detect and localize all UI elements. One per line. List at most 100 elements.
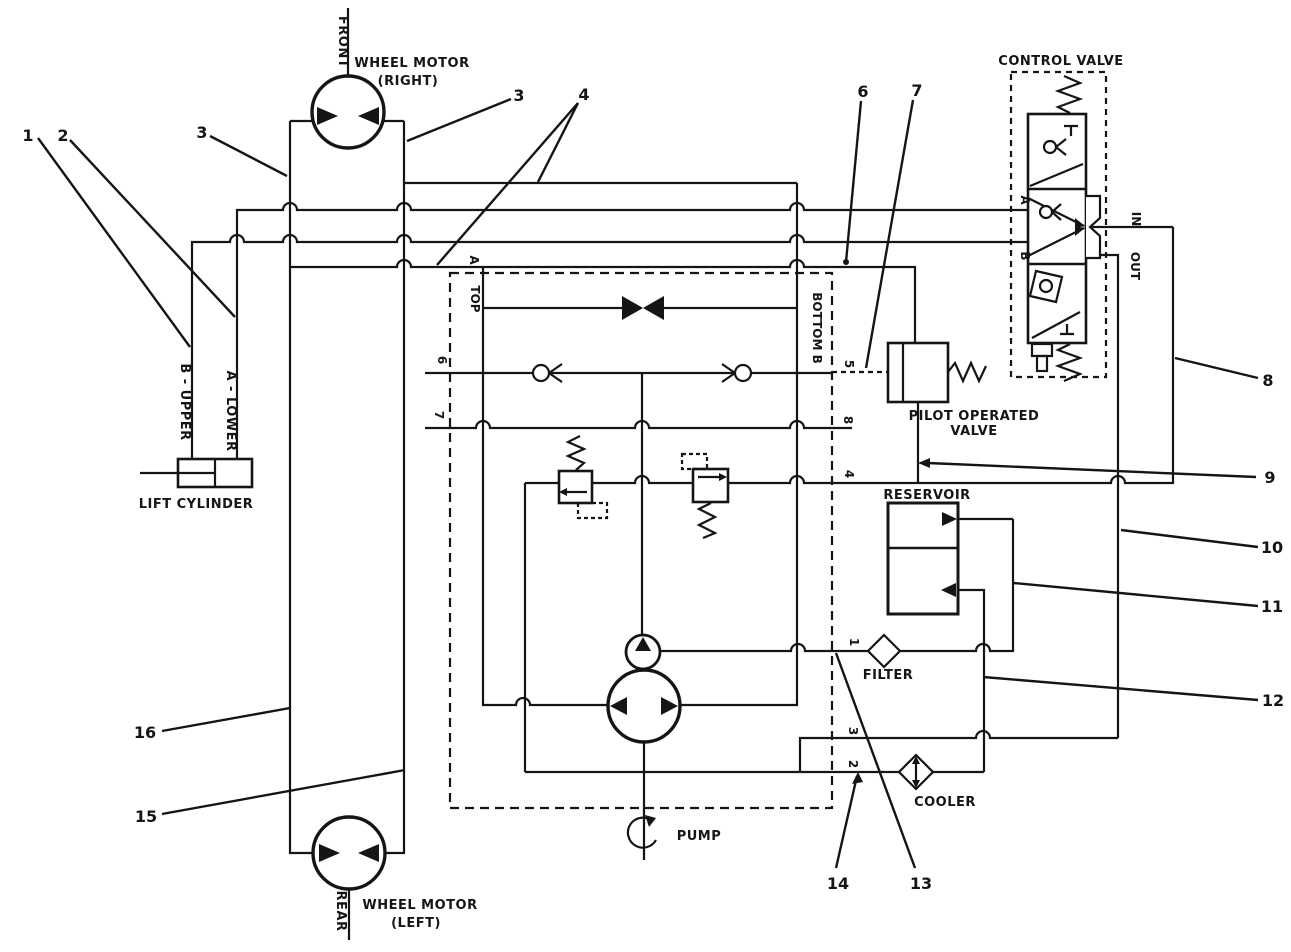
callout-13: 13 (910, 874, 932, 893)
filter-label: FILTER (863, 668, 914, 683)
flow-arrow-icon (1075, 218, 1085, 228)
module-top-label: TOP (468, 285, 482, 312)
shutoff-valve-icon (622, 296, 643, 320)
callout-3-right: 3 (513, 86, 524, 105)
lift-cylinder (140, 457, 254, 489)
callout-8: 8 (1262, 371, 1273, 390)
flow-arrow-icon (719, 473, 727, 481)
cooler-arrow-icon (912, 780, 920, 788)
tank-symbol-icon (1060, 324, 1074, 336)
module-port-1: 1 (847, 638, 861, 646)
leader-arrow-icon (918, 458, 930, 468)
module-bottom-b-label: BOTTOM B (810, 292, 824, 363)
callout-12: 12 (1262, 691, 1284, 710)
spring-icon (947, 360, 987, 384)
pilot-operated-valve (832, 341, 987, 483)
relief-valve-right (680, 452, 730, 540)
control-valve-port-in: IN (1129, 212, 1143, 227)
wheel-motor-right-label: WHEEL MOTOR (354, 56, 469, 71)
module-port-2: 2 (846, 760, 860, 768)
flow-arrow-icon (942, 512, 957, 526)
actuator-box (1035, 354, 1049, 373)
module-port-5: 5 (842, 360, 856, 368)
lift-cylinder-port-b-label: B - UPPER (177, 363, 192, 440)
flow-arrow-icon (941, 583, 956, 597)
flow-arrow-icon (1075, 226, 1085, 236)
callout-15: 15 (135, 807, 157, 826)
pump-label: PUMP (677, 829, 722, 844)
callout-3-left: 3 (196, 123, 207, 142)
lift-cylinder-port-a-label: A - LOWER (223, 370, 238, 451)
module-port-4: 4 (842, 470, 856, 478)
hose-lines (190, 183, 1028, 707)
filter-icon (866, 633, 902, 669)
leader-arrow-icon (852, 772, 863, 784)
callout-7: 7 (911, 81, 922, 100)
wheel-motor-left (311, 815, 387, 940)
module-corner-a-label: A (467, 255, 481, 265)
pilot-operated-valve-label-1: PILOT OPERATED (909, 409, 1040, 424)
callout-16: 16 (134, 723, 156, 742)
spring-icon (565, 435, 587, 471)
reservoir (886, 501, 1013, 772)
module-port-3: 3 (846, 727, 860, 735)
check-valve-icon (531, 363, 551, 383)
rotation-arrowhead-icon (645, 815, 656, 827)
pilot-sense-box (576, 501, 609, 520)
cooler-label: COOLER (914, 795, 976, 810)
module-port-7: 7 (432, 411, 446, 419)
callout-2: 2 (57, 126, 68, 145)
rotation-arrow-icon (626, 816, 657, 849)
check-ball-icon (1042, 139, 1058, 155)
spring-icon (1054, 343, 1084, 383)
cooler (897, 753, 984, 791)
callout-14: 14 (827, 874, 849, 893)
callout-11: 11 (1261, 597, 1283, 616)
tank-symbol-icon (1064, 124, 1078, 136)
spring-icon (696, 502, 718, 540)
check-ball-icon (1038, 278, 1054, 294)
control-valve-port-a: A (1018, 195, 1032, 205)
callout-6: 6 (857, 82, 868, 101)
motor-arrow-icon (358, 844, 379, 862)
callout-numbers: 1 2 3 3 4 6 7 8 9 10 11 12 13 14 15 16 (22, 81, 1284, 893)
control-valve-port-b: B (1018, 251, 1032, 260)
rear-direction-label: REAR (333, 891, 348, 932)
motor-arrow-icon (317, 107, 338, 125)
callout-10: 10 (1261, 538, 1283, 557)
filter (866, 633, 902, 669)
flow-arrow-icon (559, 488, 567, 496)
module-port-6: 6 (435, 356, 449, 364)
wheel-motor-right (310, 8, 386, 150)
wheel-motor-right-variant: (RIGHT) (378, 74, 439, 89)
shutoff-valve-icon (643, 296, 664, 320)
pump-arrow-icon (635, 637, 651, 651)
labels: WHEEL MOTOR (RIGHT) FRONT WHEEL MOTOR (L… (139, 16, 1143, 932)
pump-arrow-icon (661, 697, 678, 715)
control-valve (1009, 70, 1173, 738)
motor-arrow-icon (319, 844, 340, 862)
module-port-8: 8 (841, 416, 855, 424)
charge-pump (624, 633, 662, 671)
motor-arrow-icon (358, 107, 379, 125)
pilot-operated-valve-label-2: VALVE (950, 424, 997, 439)
spring-icon (1054, 74, 1084, 114)
wheel-motor-left-label: WHEEL MOTOR (362, 898, 477, 913)
front-direction-label: FRONT (335, 16, 350, 68)
check-ball-icon (1038, 204, 1054, 220)
callout-1: 1 (22, 126, 33, 145)
relief-valve-left (557, 435, 609, 520)
leader-dot-icon (843, 259, 849, 265)
callout-4: 4 (578, 85, 589, 104)
actuator-box (1030, 342, 1054, 358)
callout-leader-lines (37, 97, 1259, 869)
control-valve-label: CONTROL VALVE (998, 54, 1123, 69)
cooler-arrow-icon (912, 756, 920, 764)
check-valve-icon (733, 363, 753, 383)
control-valve-port-out: OUT (1128, 252, 1142, 281)
pump-module-internals (425, 227, 1175, 860)
reservoir-label: RESERVOIR (883, 488, 970, 503)
main-pump (606, 668, 682, 860)
pump-module-enclosure (448, 271, 834, 810)
